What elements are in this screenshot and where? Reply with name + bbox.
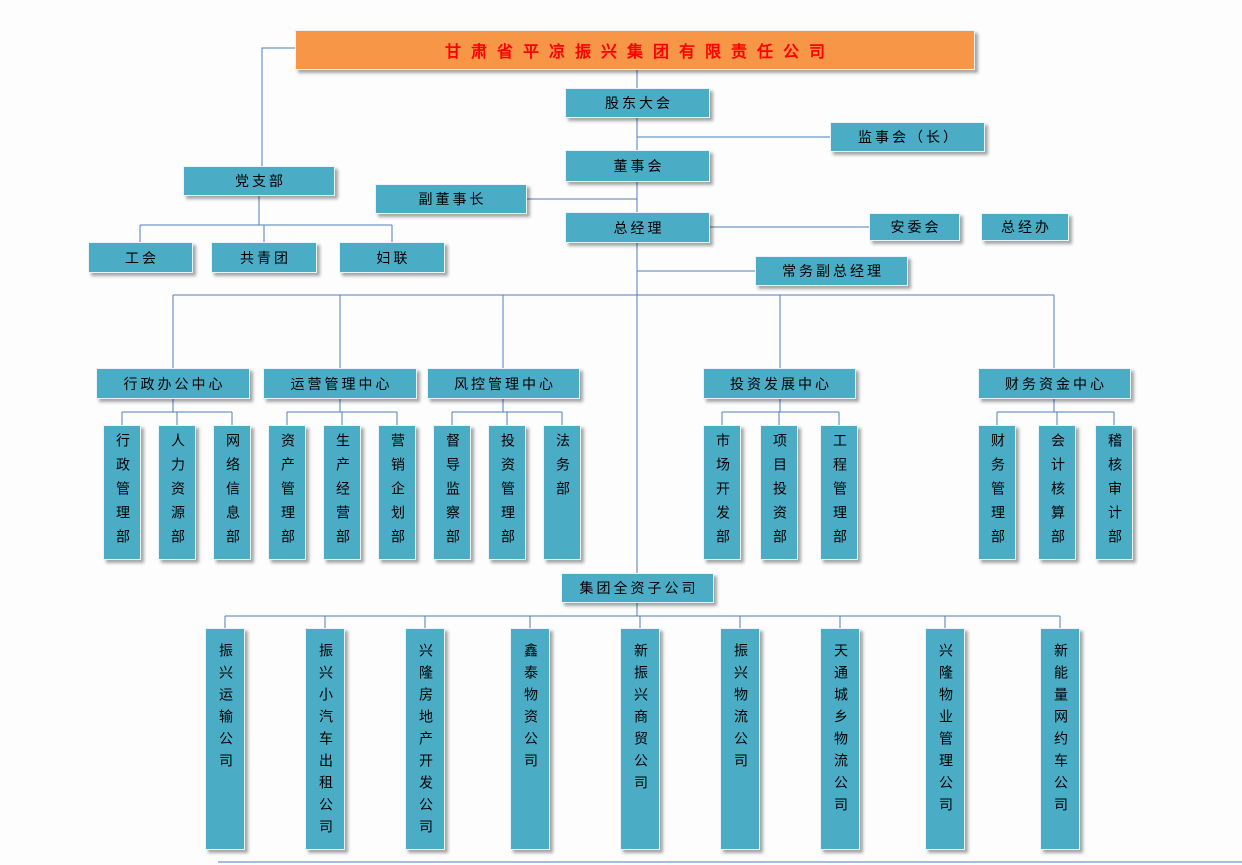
sub-xintai-materials: 鑫泰物资公司 [510,628,550,850]
center-admin-office: 行政办公中心 [96,368,250,399]
dept-finance-mgmt: 财务管理部 [978,425,1016,560]
node-board-of-directors: 董事会 [565,150,710,182]
center-investment-development: 投资发展中心 [703,368,856,399]
connector-centers [172,294,1055,368]
dept-market-development: 市场开发部 [703,425,741,560]
node-party-branch: 党支部 [183,166,335,196]
sub-zhenxing-taxi: 振兴小汽车出租公司 [305,628,345,850]
connector-admin-depts [121,399,233,425]
node-vice-chairman: 副董事长 [375,184,527,214]
center-finance-capital: 财务资金中心 [978,368,1131,399]
dept-production-ops: 生产经营部 [323,425,361,560]
connector-investment-depts [721,399,840,425]
dept-investment-mgmt: 投资管理部 [488,425,526,560]
node-general-manager: 总经理 [565,212,710,243]
sub-tiantong-logistics: 天通城乡物流公司 [820,628,860,850]
dept-audit: 稽核审计部 [1095,425,1133,560]
dept-engineering-mgmt: 工程管理部 [820,425,858,560]
node-subsidiaries-group: 集团全资子公司 [561,573,714,603]
dept-asset-mgmt: 资产管理部 [268,425,306,560]
connector-title-to-party-branch [261,47,295,166]
node-womens-federation: 妇联 [339,242,445,273]
node-safety-committee: 安委会 [869,213,960,241]
dept-network-info: 网络信息部 [213,425,251,560]
node-youth-league: 共青团 [211,242,317,273]
dept-marketing-planning: 营销企划部 [378,425,416,560]
connector-subsidiaries [224,603,1061,628]
connector-finance-depts [996,399,1115,425]
dept-accounting: 会计核算部 [1038,425,1076,560]
node-shareholders-meeting: 股东大会 [565,88,710,118]
dept-human-resources: 人力资源部 [158,425,196,560]
node-labor-union: 工会 [88,242,193,273]
company-title: 甘肃省平凉振兴集团有限责任公司 [295,30,975,70]
connector-operations-depts [286,399,398,425]
connector-party-subtree [139,196,393,242]
dept-project-investment: 项目投资部 [760,425,798,560]
sub-zhenxing-logistics: 振兴物流公司 [720,628,760,850]
center-risk-control: 风控管理中心 [427,368,580,399]
sub-new-energy-rideshare: 新能量网约车公司 [1040,628,1080,850]
dept-supervision: 督导监察部 [433,425,471,560]
connector-risk-depts [451,399,563,425]
dept-legal: 法务部 [543,425,581,560]
sub-xinglong-real-estate: 兴隆房地产开发公司 [405,628,445,850]
sub-new-zhenxing-trade: 新振兴商贸公司 [620,628,660,850]
node-executive-deputy-gm: 常务副总经理 [755,256,908,286]
sub-zhenxing-transport: 振兴运输公司 [205,628,245,850]
center-operations: 运营管理中心 [263,368,417,399]
node-gm-office: 总经办 [981,213,1069,241]
dept-admin-mgmt: 行政管理部 [103,425,141,560]
sub-xinglong-property: 兴隆物业管理公司 [925,628,965,850]
node-supervisory-board: 监事会（长） [830,122,985,152]
